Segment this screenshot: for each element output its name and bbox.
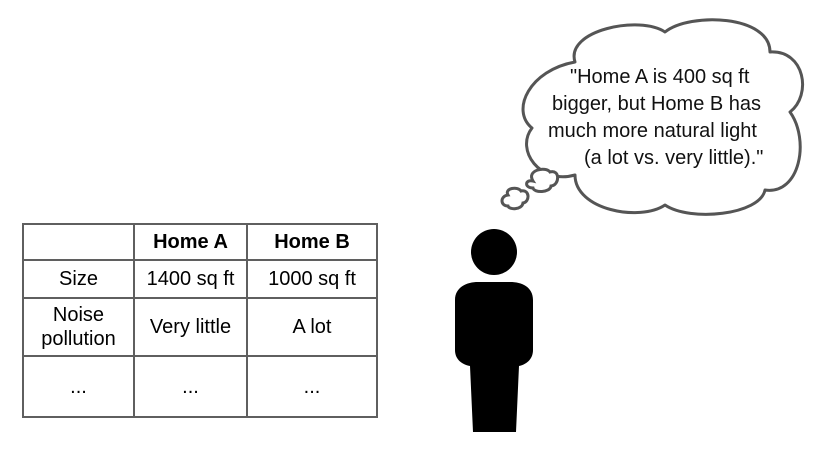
cell-size-home-b: 1000 sq ft	[246, 259, 378, 299]
header-cell-empty	[22, 223, 135, 261]
table-row-ellipsis: ... ... ...	[22, 355, 378, 418]
thought-line-2: bigger, but Home B has	[552, 93, 762, 115]
cell-size-home-a: 1400 sq ft	[133, 259, 248, 299]
header-cell-home-a: Home A	[133, 223, 248, 261]
thought-line-4: (a lot vs. very little)."	[584, 147, 764, 169]
table-header-row: Home A Home B	[22, 223, 378, 261]
row-label-ellipsis: ...	[22, 355, 135, 418]
thought-scene	[455, 18, 805, 432]
thought-cloud-icon	[521, 18, 805, 216]
cell-ellipsis-home-b: ...	[246, 355, 378, 418]
thought-line-3: much more natural light	[548, 120, 757, 142]
cell-noise-home-b: A lot	[246, 297, 378, 357]
cell-ellipsis-home-a: ...	[133, 355, 248, 418]
thought-bubble-small	[500, 186, 530, 211]
thought-text: "Home A is 400 sq ft bigger, but Home B …	[548, 64, 782, 172]
thought-bubble-large	[525, 167, 560, 193]
header-cell-home-b: Home B	[246, 223, 378, 261]
comparison-table: Home A Home B Size 1400 sq ft 1000 sq ft…	[22, 223, 378, 418]
table-row-noise: Noise pollution Very little A lot	[22, 297, 378, 357]
row-label-noise: Noise pollution	[22, 297, 135, 357]
thought-line-1: "Home A is 400 sq ft	[570, 66, 750, 88]
person-silhouette-icon	[455, 229, 533, 432]
cell-noise-home-a: Very little	[133, 297, 248, 357]
table-row-size: Size 1400 sq ft 1000 sq ft	[22, 259, 378, 299]
row-label-size: Size	[22, 259, 135, 299]
